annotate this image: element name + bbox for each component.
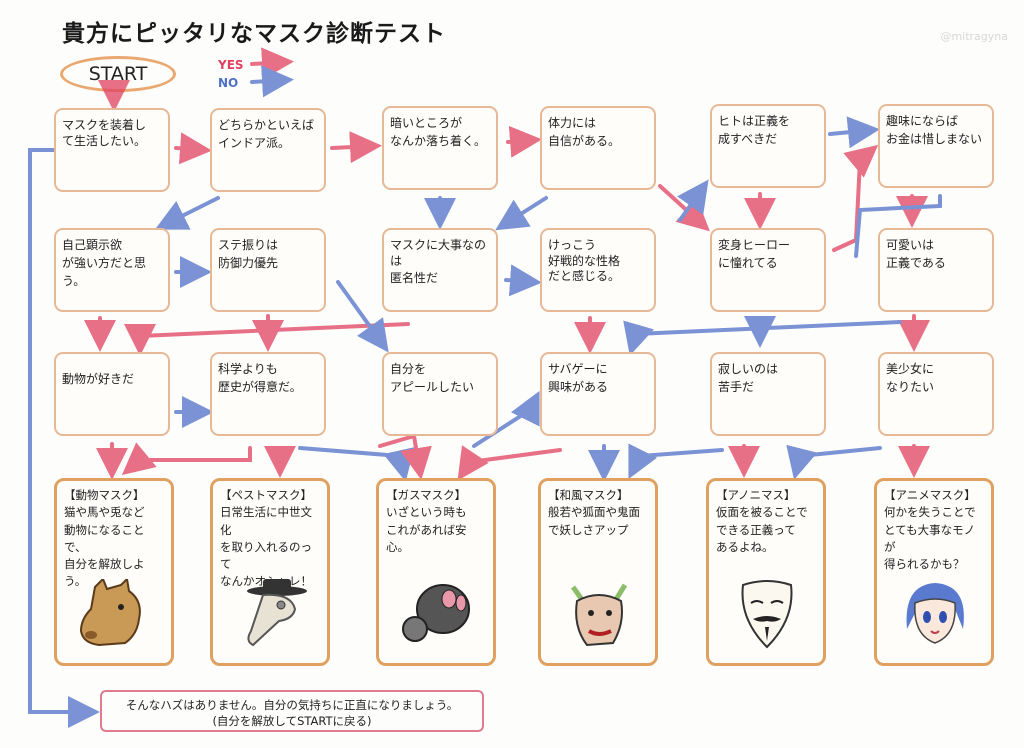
question-text: 自信がある。 bbox=[548, 133, 621, 148]
question-dark-place[interactable]: 暗いところが なんか落ち着く。 bbox=[382, 106, 498, 190]
question-wear-mask[interactable]: マスクを装着し て生活したい。 bbox=[54, 108, 170, 192]
question-combative[interactable]: けっこう 好戦的な性格 だと感じる。 bbox=[540, 228, 656, 312]
question-lonely[interactable]: 寂しいのは 苦手だ bbox=[710, 352, 826, 436]
question-self-appeal[interactable]: 自分を アピールしたい bbox=[382, 352, 498, 436]
note-line: そんなハズはありません。自分の気持ちに正直になりましょう。 bbox=[125, 698, 459, 712]
question-justice[interactable]: ヒトは正義を 成すべきだ bbox=[710, 104, 826, 188]
question-text: なりたい bbox=[886, 379, 935, 394]
result-plague-mask[interactable]: 【ペストマスク】 日常生活に中世文化 を取り入れるのって なんかオシャレ！ bbox=[210, 478, 330, 666]
reset-note: そんなハズはありません。自分の気持ちに正直になりましょう。 (自分を解放してST… bbox=[100, 690, 484, 732]
question-text: マスクを装着し bbox=[62, 118, 147, 132]
result-line: 自分を解放しよう。 bbox=[64, 557, 145, 589]
result-line: とても大事なモノが bbox=[884, 522, 976, 554]
question-text: インドア派。 bbox=[218, 135, 291, 150]
result-title: 【和風マスク】 bbox=[548, 488, 629, 502]
result-line: あるよね。 bbox=[716, 539, 774, 554]
question-text: アピールしたい bbox=[390, 379, 475, 394]
note-line: (自分を解放してSTARTに戻る) bbox=[212, 714, 372, 729]
result-line: 般若や狐面や鬼面 bbox=[548, 505, 640, 520]
result-title: 【アニメマスク】 bbox=[884, 488, 976, 502]
question-stamina[interactable]: 体力には 自信がある。 bbox=[540, 106, 656, 190]
result-title: 【動物マスク】 bbox=[64, 488, 145, 502]
plague-doctor-mask-icon bbox=[247, 579, 307, 647]
result-title: 【ペストマスク】 bbox=[220, 488, 312, 502]
question-text: けっこう bbox=[548, 238, 597, 252]
guy-fawkes-mask-icon bbox=[741, 580, 793, 649]
result-title: 【アノニマス】 bbox=[716, 488, 796, 502]
result-line: 仮面を被ることで bbox=[716, 505, 808, 520]
question-cute[interactable]: 可愛いは 正義である bbox=[878, 228, 994, 312]
question-text: 正義である bbox=[886, 255, 946, 270]
question-airsoft[interactable]: サバゲーに 興味がある bbox=[540, 352, 656, 436]
question-text: 苦手だ bbox=[718, 379, 755, 394]
question-text: 暗いところが bbox=[390, 116, 463, 130]
result-line: 動物になることで、 bbox=[64, 522, 145, 554]
question-text: サバゲーに bbox=[548, 362, 608, 376]
question-text: 美少女に bbox=[886, 362, 935, 376]
question-text: なんか落ち着く。 bbox=[390, 133, 487, 148]
question-text: 成すべきだ bbox=[718, 131, 778, 146]
question-self-display[interactable]: 自己顕示欲 が強い方だと思う。 bbox=[54, 228, 170, 312]
question-animals[interactable]: 動物が好きだ bbox=[54, 352, 170, 436]
question-text: どちらかといえば bbox=[218, 118, 315, 132]
question-text: 動物が好きだ bbox=[62, 372, 135, 386]
result-line: を取り入れるのって bbox=[220, 539, 312, 571]
result-line: いざという時も bbox=[386, 505, 467, 520]
question-text: 好戦的な性格 bbox=[548, 253, 621, 268]
question-text: 匿名性だ bbox=[390, 271, 439, 286]
question-hero[interactable]: 変身ヒーロー に憧れてる bbox=[710, 228, 826, 312]
result-line: 得られるかも？ bbox=[884, 557, 965, 571]
question-text: 可愛いは bbox=[886, 238, 935, 252]
question-history[interactable]: 科学よりも 歴史が得意だ。 bbox=[210, 352, 326, 436]
result-line: 何かを失うことで bbox=[884, 505, 976, 520]
question-hobby-money[interactable]: 趣味にならば お金は惜しまない bbox=[878, 104, 994, 188]
result-animal-mask[interactable]: 【動物マスク】 猫や馬や兎など 動物になることで、 自分を解放しよう。 bbox=[54, 478, 174, 666]
question-text: て生活したい。 bbox=[62, 133, 147, 148]
question-text: お金は惜しまない bbox=[886, 131, 983, 146]
question-text: ステ振りは bbox=[218, 238, 279, 252]
result-anime-mask[interactable]: 【アニメマスク】 何かを失うことで とても大事なモノが 得られるかも？ bbox=[874, 478, 994, 666]
result-line: 日常生活に中世文化 bbox=[220, 505, 312, 537]
result-line: できる正義って bbox=[716, 522, 796, 537]
legend-no: NO bbox=[218, 76, 239, 90]
question-text: 自分を bbox=[390, 362, 427, 376]
question-text: 自己顕示欲 bbox=[62, 238, 123, 252]
result-title: 【ガスマスク】 bbox=[386, 488, 467, 502]
question-defense[interactable]: ステ振りは 防御力優先 bbox=[210, 228, 326, 312]
question-indoor[interactable]: どちらかといえば インドア派。 bbox=[210, 108, 326, 192]
gas-mask-icon bbox=[402, 584, 470, 642]
question-text: 体力には bbox=[548, 116, 597, 130]
question-text: 興味がある bbox=[548, 379, 609, 394]
result-line: で妖しさアップ bbox=[548, 522, 629, 537]
oni-mask-icon bbox=[570, 583, 628, 647]
question-text: ヒトは正義を bbox=[718, 114, 791, 128]
question-text: マスクに大事なのは bbox=[390, 238, 487, 268]
page-title: 貴方にピッタリなマスク診断テスト bbox=[62, 21, 446, 47]
result-line: 猫や馬や兎など bbox=[64, 505, 145, 520]
result-anonymous[interactable]: 【アノニマス】 仮面を被ることで できる正義って あるよね。 bbox=[706, 478, 826, 666]
question-text: 変身ヒーロー bbox=[718, 238, 791, 252]
question-anonymity[interactable]: マスクに大事なのは 匿名性だ bbox=[382, 228, 498, 312]
result-gas-mask[interactable]: 【ガスマスク】 いざという時も これがあれば安心。 bbox=[376, 478, 496, 666]
question-text: 寂しいのは bbox=[718, 362, 779, 376]
legend-yes: YES bbox=[218, 58, 244, 72]
horse-mask-icon bbox=[79, 579, 141, 647]
question-text: 趣味にならば bbox=[886, 114, 959, 128]
result-japanese-mask[interactable]: 【和風マスク】 般若や狐面や鬼面 で妖しさアップ bbox=[538, 478, 658, 666]
question-text: 防御力優先 bbox=[218, 255, 279, 270]
question-text: だと感じる。 bbox=[548, 269, 621, 284]
question-text: が強い方だと思う。 bbox=[62, 255, 147, 288]
credit: @mitragyna bbox=[940, 30, 1008, 43]
question-text: に憧れてる bbox=[718, 255, 778, 270]
question-text: 科学よりも bbox=[218, 362, 278, 376]
question-pretty-girl[interactable]: 美少女に なりたい bbox=[878, 352, 994, 436]
anime-girl-mask-icon bbox=[906, 583, 964, 644]
question-text: 歴史が得意だ。 bbox=[218, 379, 302, 394]
result-line: これがあれば安心。 bbox=[386, 522, 467, 554]
